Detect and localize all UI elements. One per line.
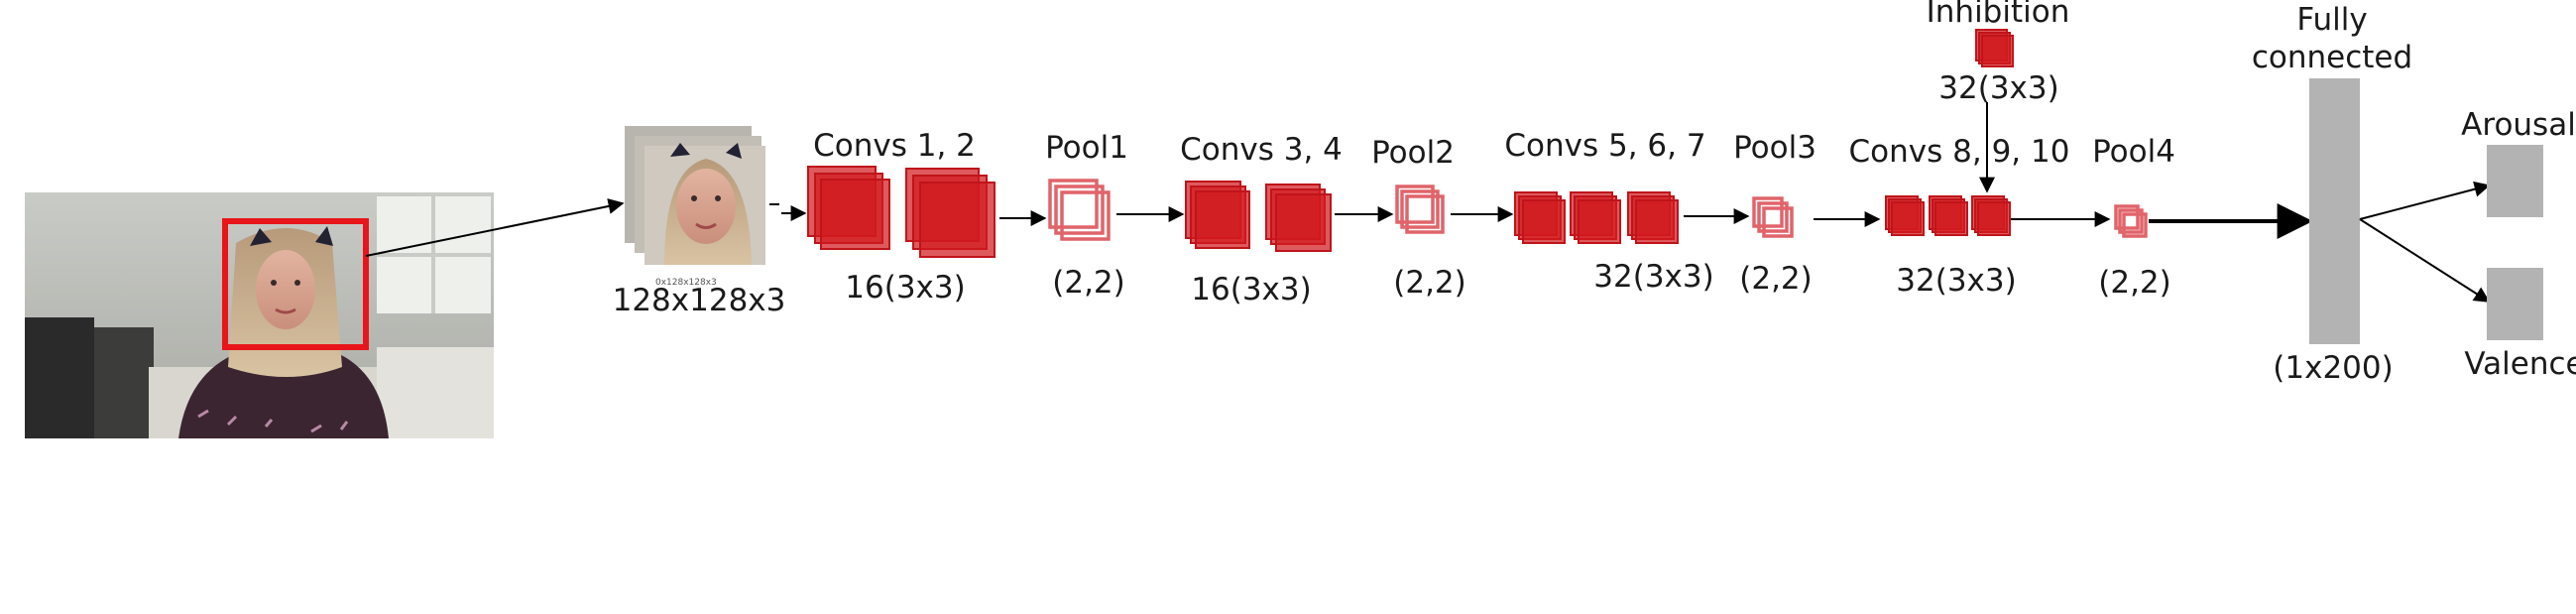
convs-1-2-label: Convs 1, 2 — [813, 128, 976, 164]
valence-output — [2487, 268, 2543, 340]
convs-8-9-10-filters: 32(3x3) — [1896, 263, 2016, 299]
face-crop-front — [644, 143, 765, 265]
convs-1-2-filters: 16(3x3) — [845, 270, 965, 306]
pool3-block — [1752, 196, 1794, 238]
convs-3-4-label: Convs 3, 4 — [1180, 132, 1343, 168]
inhibition-block — [1975, 29, 2014, 67]
pool4-label: Pool4 — [2092, 134, 2175, 170]
fully-connected-layer — [2309, 78, 2360, 344]
arousal-label: Arousal — [2461, 107, 2576, 143]
pool3-size: (2,2) — [1739, 261, 1813, 297]
convs-8-9-10-block — [1885, 195, 2011, 236]
pool1-block — [1048, 179, 1111, 241]
convs-5-6-7-block — [1514, 191, 1679, 244]
convs-8-9-10-label: Convs 8, 9, 10 — [1849, 134, 2070, 170]
convs-3-4-block — [1185, 181, 1332, 252]
inhibition-label: Inhibition — [1927, 0, 2070, 30]
pool2-block — [1395, 184, 1445, 234]
fully-connected-label-line2: connected — [2252, 40, 2412, 75]
fc-size-label: (1x200) — [2273, 350, 2393, 386]
arousal-output — [2487, 145, 2543, 217]
pool3-label: Pool3 — [1733, 130, 1816, 166]
fully-connected-label-line1: Fully — [2296, 2, 2367, 38]
pool1-size: (2,2) — [1052, 265, 1125, 301]
convs-1-2-block — [807, 166, 995, 258]
inhibition-filters: 32(3x3) — [1938, 70, 2058, 106]
pool2-size: (2,2) — [1393, 265, 1466, 301]
convs-3-4-filters: 16(3x3) — [1191, 272, 1311, 307]
valence-label: Valence — [2464, 346, 2576, 382]
pool1-label: Pool1 — [1045, 130, 1128, 166]
input-size-small-label: 0x128x128x3 — [655, 278, 717, 288]
convs-5-6-7-filters: 32(3x3) — [1593, 259, 1713, 295]
input-size-label: 128x128x3 — [613, 283, 786, 318]
face-crop-stack — [625, 126, 765, 265]
pool4-block — [2114, 204, 2148, 238]
pool4-size: (2,2) — [2098, 265, 2171, 301]
face-detection-box — [222, 218, 369, 350]
input-video-frame — [25, 192, 494, 438]
pool2-label: Pool2 — [1371, 135, 1455, 171]
convs-5-6-7-label: Convs 5, 6, 7 — [1504, 128, 1705, 164]
